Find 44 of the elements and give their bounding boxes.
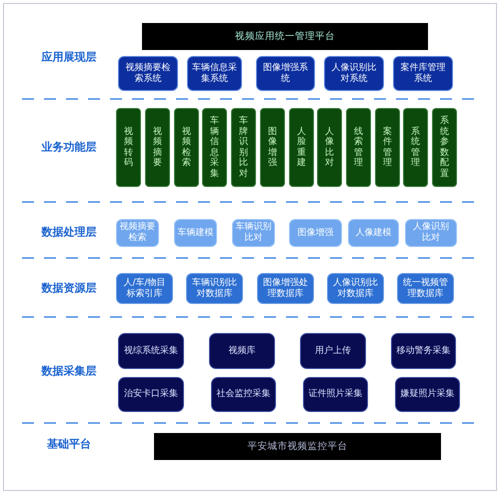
database-box: 人像识别比对数据库 bbox=[327, 273, 384, 304]
system-box: 案件库管理系统 bbox=[393, 56, 453, 91]
platform-bar: 视频应用统一管理平台 bbox=[142, 23, 428, 50]
layer-label: 基础平台 bbox=[47, 436, 91, 452]
function-box: 人脸重建 bbox=[289, 108, 314, 187]
source-box: 用户上传 bbox=[300, 333, 366, 369]
function-box: 视频转码 bbox=[116, 108, 141, 187]
system-box: 图像增强系统 bbox=[256, 56, 315, 91]
source-box: 嫌疑照片采集 bbox=[395, 377, 460, 412]
process-box: 人像建模 bbox=[348, 219, 399, 247]
function-box: 案件管理 bbox=[375, 108, 400, 187]
function-box: 车辆信息采集 bbox=[202, 108, 227, 187]
database-box: 图像增强处理数据库 bbox=[257, 273, 314, 304]
source-box: 视综系统采集 bbox=[118, 333, 184, 369]
database-box: 统一视频管理数据库 bbox=[397, 273, 454, 304]
process-box: 图像增强 bbox=[289, 219, 342, 247]
function-box: 系统管理 bbox=[403, 108, 428, 187]
process-box: 人像识别比对 bbox=[405, 219, 457, 247]
system-box: 人像识别比对系统 bbox=[324, 56, 384, 91]
source-box: 证件照片采集 bbox=[303, 377, 368, 412]
function-box: 视频检索 bbox=[174, 108, 199, 187]
system-box: 视频摘要检索系统 bbox=[118, 56, 178, 91]
source-box: 治安卡口采集 bbox=[118, 377, 184, 412]
process-box: 车辆建模 bbox=[174, 219, 217, 247]
system-box: 车辆信息采集系统 bbox=[187, 56, 242, 91]
database-box: 车辆识别比对数据库 bbox=[186, 273, 243, 304]
function-box: 系统参数配置 bbox=[432, 108, 457, 187]
source-box: 视频库 bbox=[209, 333, 275, 369]
platform-bar: 平安城市视频监控平台 bbox=[154, 433, 441, 460]
function-box: 图像增强 bbox=[260, 108, 285, 187]
source-box: 移动警务采集 bbox=[391, 333, 456, 369]
layer-label: 数据处理层 bbox=[42, 224, 96, 240]
function-box: 车牌识别比对 bbox=[231, 108, 256, 187]
layer-label: 业务功能层 bbox=[42, 140, 96, 154]
function-box: 视频摘要 bbox=[145, 108, 170, 187]
source-box: 社会监控采集 bbox=[211, 377, 276, 412]
function-box: 人像比对 bbox=[317, 108, 342, 187]
function-box: 线索管理 bbox=[346, 108, 371, 187]
layer-label: 数据资源层 bbox=[42, 280, 96, 296]
database-box: 人/车/物目标索引库 bbox=[116, 273, 173, 304]
layer-label: 应用展现层 bbox=[42, 50, 96, 64]
process-box: 视频摘要检索 bbox=[116, 219, 159, 247]
layer-label: 数据采集层 bbox=[42, 364, 96, 378]
process-box: 车辆识别比对 bbox=[232, 219, 275, 247]
